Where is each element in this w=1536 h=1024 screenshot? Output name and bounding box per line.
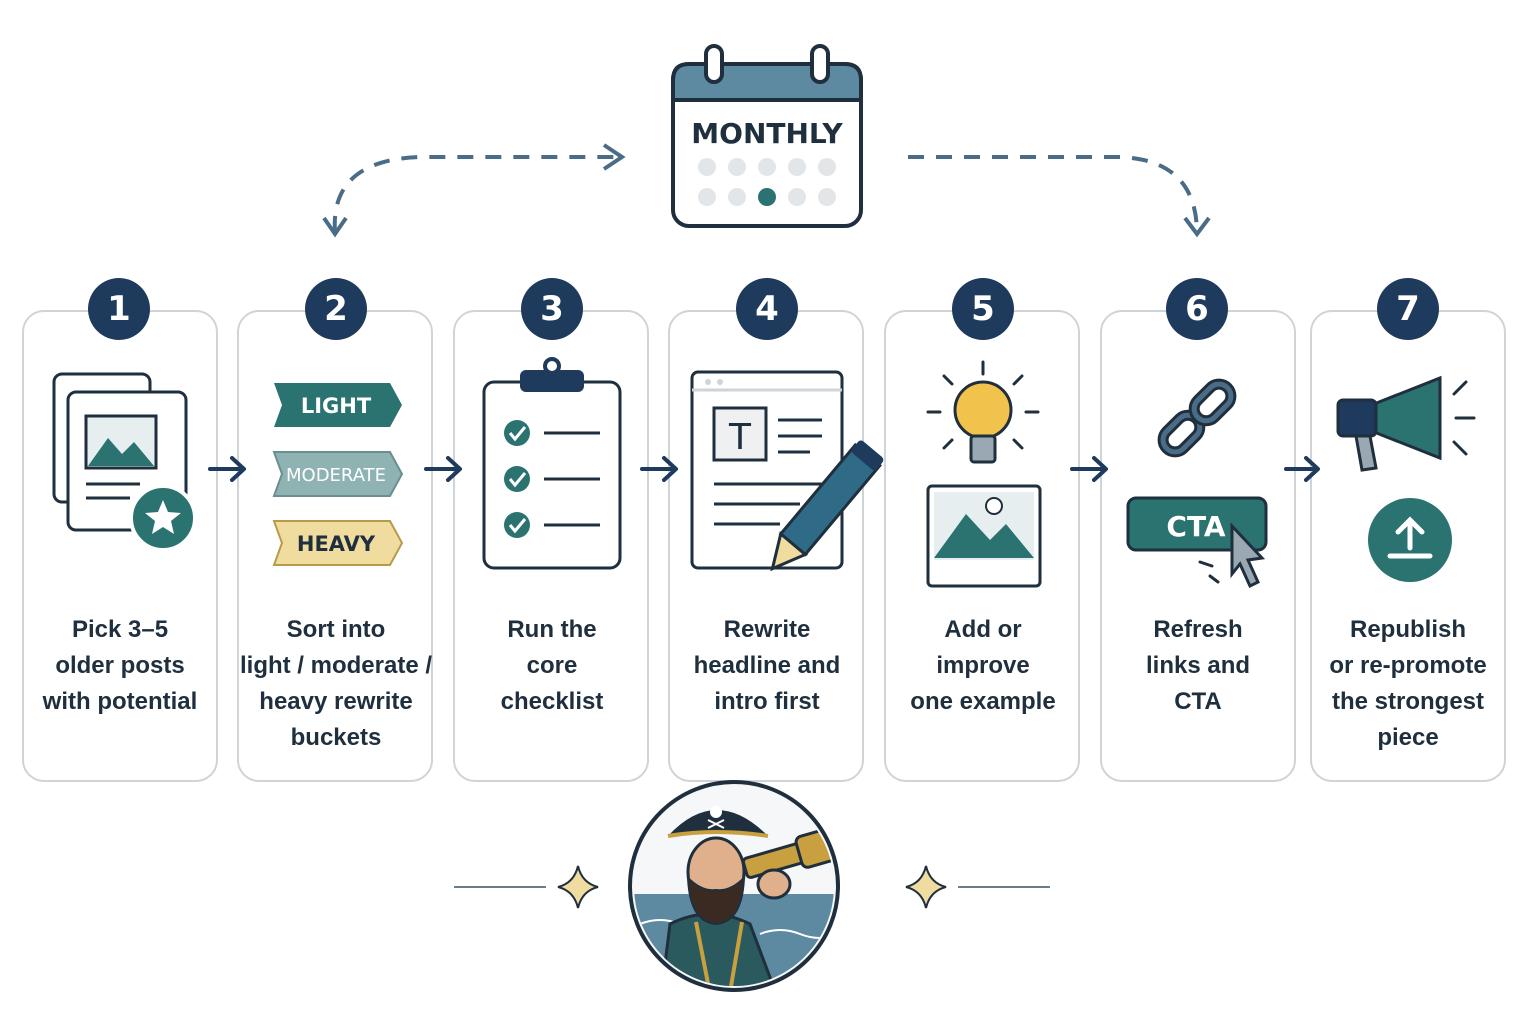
step-label-6: Refresh links and CTA [1145, 616, 1251, 715]
doc-letter: T [728, 417, 752, 458]
step-label-3: Run the core checklist [500, 616, 604, 715]
edit-document-icon: T [690, 370, 884, 572]
step-number-5: 5 [952, 278, 1014, 340]
pirate-avatar [628, 780, 840, 992]
arrowhead-right [602, 143, 626, 171]
megaphone-upload-icon [1336, 375, 1476, 582]
monthly-cycle-graphic: MONTHLY [322, 44, 1211, 238]
flow-arrows [208, 456, 1320, 482]
arrowhead-down-left [322, 216, 348, 238]
step-label-1: Pick 3–5 older posts with potential [42, 616, 198, 715]
bucket-light: LIGHT [301, 394, 372, 418]
sparkle-left-icon [557, 865, 599, 909]
bucket-moderate: MODERATE [286, 465, 386, 486]
step-number-3: 3 [521, 278, 583, 340]
step-label-5: Add or improve one example [910, 616, 1056, 715]
sparkle-right-icon [905, 865, 947, 909]
documents-star-icon [52, 372, 197, 552]
tag-light-shape [274, 383, 402, 427]
arrowhead-down-right [1183, 216, 1211, 238]
link-cta-icon: CTA [1126, 378, 1268, 589]
clipboard-checklist-icon [482, 357, 622, 570]
bucket-tags-icon: LIGHT MODERATE HEAVY [272, 383, 404, 566]
cycle-arrow-left [332, 155, 620, 233]
step-number-1: 1 [88, 278, 150, 340]
step-label-4: Rewrite headline and intro first [693, 616, 841, 715]
step-number-7: 7 [1377, 278, 1439, 340]
cta-label: CTA [1166, 510, 1225, 543]
tag-heavy-shape [272, 520, 404, 566]
tag-moderate-shape [272, 451, 404, 497]
step-number-6: 6 [1166, 278, 1228, 340]
calendar-label: MONTHLY [691, 117, 843, 150]
lightbulb-image-icon [926, 360, 1042, 588]
step-number-2: 2 [305, 278, 367, 340]
calendar-icon: MONTHLY [671, 44, 863, 228]
bucket-heavy: HEAVY [297, 532, 376, 556]
step-number-4: 4 [736, 278, 798, 340]
step-label-2: Sort into light / moderate / heavy rewri… [239, 616, 433, 751]
step-icons: LIGHT MODERATE HEAVY T [52, 357, 1476, 589]
pirate-mascot-footer [454, 780, 1050, 992]
step-label-7: Republish or re-promote the strongest pi… [1329, 616, 1487, 751]
cycle-arrow-right [908, 155, 1199, 233]
